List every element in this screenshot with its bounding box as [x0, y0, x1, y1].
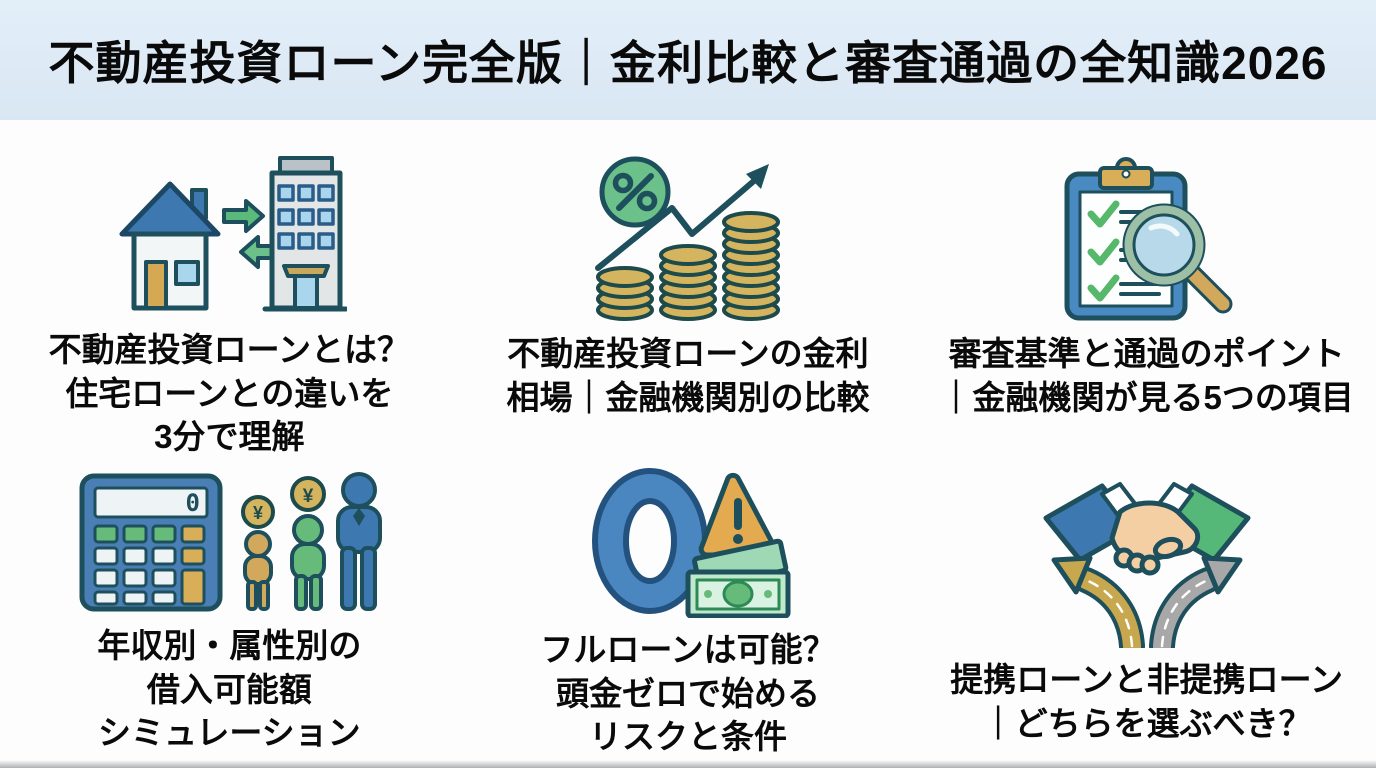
topic-card-interest-rates: 不動産投資ローンの金利 相場｜金融機関別の比較 — [459, 120, 918, 458]
topic-caption: 審査基準と通過のポイント ｜金融機関が見る5つの項目 — [939, 335, 1354, 416]
svg-text:¥: ¥ — [253, 503, 263, 523]
checklist-magnifier-icon — [1064, 157, 1233, 321]
topic-card-simulation: 0 ¥ ¥ — [0, 458, 459, 759]
topic-caption: 提携ローンと非提携ローン ｜どちらを選ぶべき？ — [950, 661, 1343, 742]
handshake-diverging-roads-icon — [1043, 482, 1251, 648]
topic-card-screening: 審査基準と通過のポイント ｜金融機関が見る5つの項目 — [917, 120, 1376, 458]
page-title: 不動産投資ローン完全版｜金利比較と審査通過の全知識2026 — [48, 37, 1328, 89]
bottom-edge-shadow — [0, 760, 1376, 768]
topic-caption: 不動産投資ローンの金利 相場｜金融機関別の比較 — [506, 335, 870, 416]
svg-text:0: 0 — [186, 489, 200, 517]
house-building-exchange-icon — [119, 156, 347, 312]
topic-card-loan-basics: 不動産投資ローンとは？ 住宅ローンとの違いを 3分で理解 — [0, 120, 459, 458]
topic-caption: 不動産投資ローンとは？ 住宅ローンとの違いを 3分で理解 — [48, 331, 410, 456]
topic-caption: フルローンは可能？ 頭金ゼロで始める リスクと条件 — [540, 631, 836, 756]
topic-caption: 年収別・属性別の 借入可能額 シミュレーション — [97, 627, 362, 752]
calculator-people-yen-icon: 0 ¥ ¥ — [79, 472, 383, 612]
topics-grid: 不動産投資ローンとは？ 住宅ローンとの違いを 3分で理解 — [0, 120, 1376, 759]
percent-rising-arrow-coins-icon — [595, 156, 781, 321]
header-banner: 不動産投資ローン完全版｜金利比較と審査通過の全知識2026 — [0, 0, 1376, 120]
zero-warning-banknote-icon — [591, 468, 791, 618]
svg-text:¥: ¥ — [303, 486, 314, 507]
topic-card-partner-loan: 提携ローンと非提携ローン ｜どちらを選ぶべき？ — [917, 458, 1376, 759]
topic-card-full-loan: フルローンは可能？ 頭金ゼロで始める リスクと条件 — [459, 458, 918, 759]
